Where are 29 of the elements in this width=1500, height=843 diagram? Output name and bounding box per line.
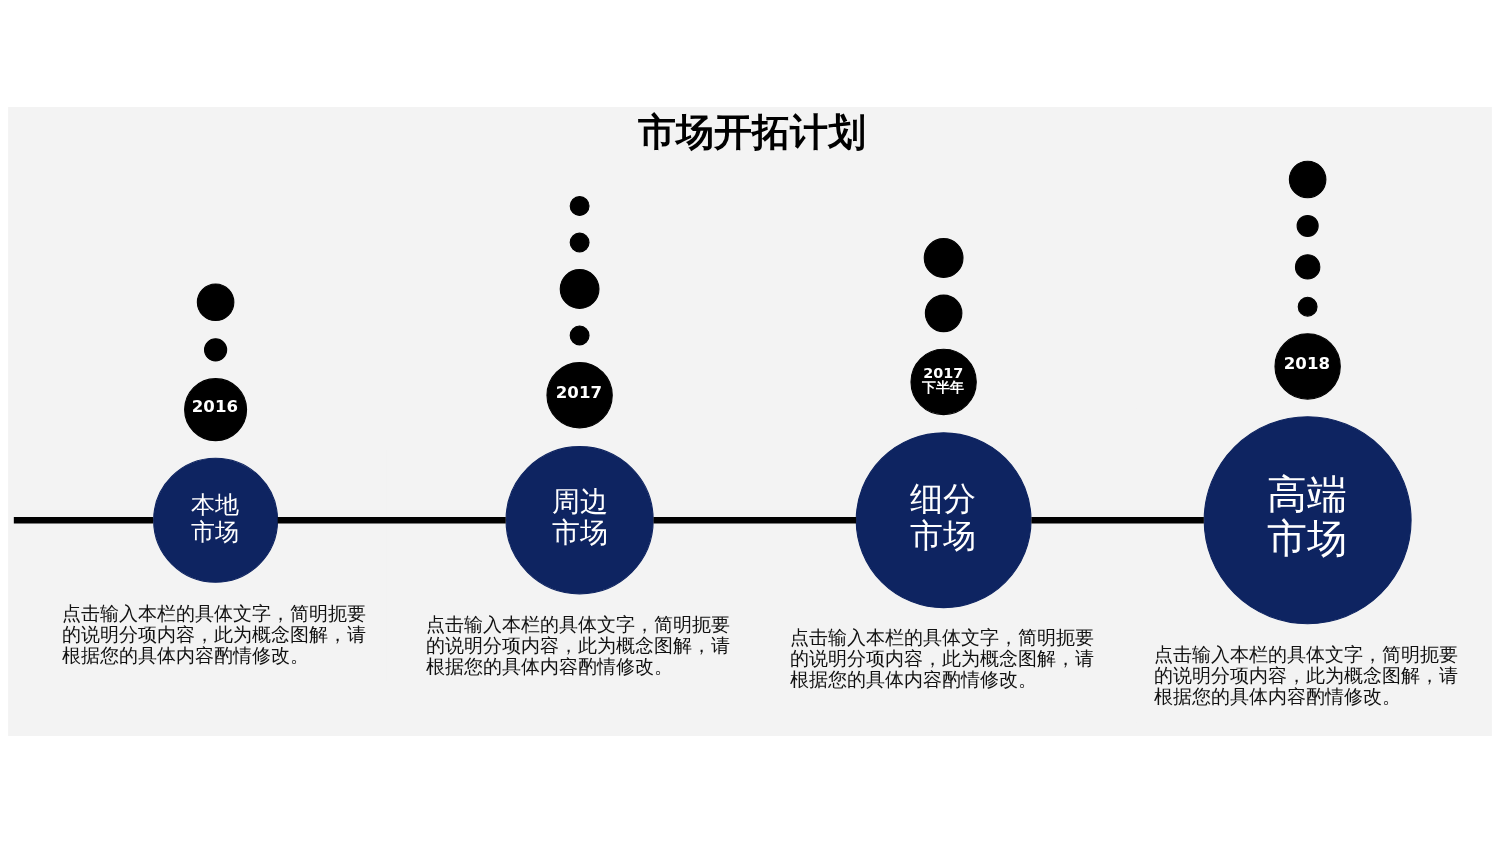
connector — [653, 516, 857, 524]
node-circle — [569, 232, 590, 253]
node-circle — [924, 294, 963, 333]
node-circle: 2017下半年 — [910, 348, 977, 416]
node-circle — [196, 283, 235, 322]
node-circle — [1294, 254, 1321, 280]
node-circle: 2017 — [546, 362, 613, 429]
node-circle — [569, 196, 590, 216]
node-circle: 细分市场 — [855, 432, 1032, 609]
node-label: 点击输入本栏的具体文字，简明扼要的说明分项内容，此为概念图解，请根据您的具体内容酌情修改。 — [426, 614, 731, 678]
diagram-title: 市场开拓计划 — [637, 109, 866, 154]
connector — [1031, 516, 1204, 524]
node-label: 点击输入本栏的具体文字，简明扼要的说明分项内容，此为概念图解，请根据您的具体内容酌情修改。 — [790, 627, 1095, 691]
node-circle — [203, 338, 228, 362]
node-circle — [1297, 296, 1318, 317]
node-circle: 2016 — [184, 378, 248, 442]
node-circle — [1288, 160, 1327, 199]
node-circle — [569, 325, 590, 346]
node-circle: 本地市场 — [153, 457, 279, 583]
node-label: 点击输入本栏的具体文字，简明扼要的说明分项内容，此为概念图解，请根据您的具体内容酌情修改。 — [62, 602, 367, 666]
node-circle: 周边市场 — [505, 446, 654, 595]
node-circle — [1296, 214, 1319, 237]
node-circle — [559, 269, 600, 309]
node-circle — [923, 238, 964, 278]
connector — [277, 516, 506, 524]
node-label: 点击输入本栏的具体文字，简明扼要的说明分项内容，此为概念图解，请根据您的具体内容酌情修改。 — [1154, 643, 1459, 707]
node-circle: 2018 — [1274, 333, 1341, 400]
node-circle: 高端市场 — [1203, 416, 1412, 625]
connector — [13, 516, 154, 524]
